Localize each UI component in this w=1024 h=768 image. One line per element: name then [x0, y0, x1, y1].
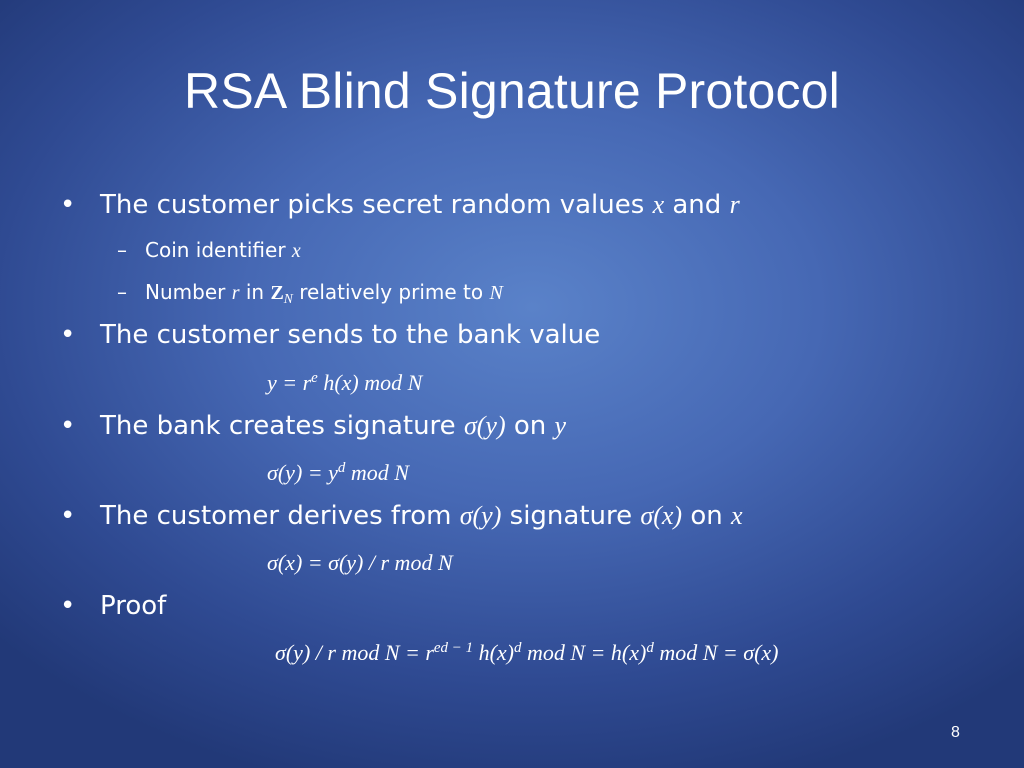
- bullet-dot: •: [60, 190, 76, 220]
- equation-exponent: e: [311, 369, 318, 386]
- math-var-x: x: [652, 190, 665, 219]
- equation-unblinded-signature: σ(x) = σ(y) / r mod N: [267, 550, 453, 575]
- subbullet-text-part: Coin identifier: [145, 238, 292, 262]
- equation-proof: σ(y) / r mod N = red − 1 h(x)d mod N = h…: [275, 640, 779, 666]
- math-var-y: y: [554, 411, 567, 440]
- math-sigma-y: σ(y): [463, 411, 506, 440]
- equation-exponent: d: [646, 639, 654, 656]
- bullet-dot: •: [60, 320, 76, 350]
- math-var-x: x: [731, 501, 743, 530]
- bullet-text-part: The customer derives from: [100, 501, 460, 531]
- subbullet-dash: –: [117, 280, 127, 304]
- math-var-n: N: [489, 282, 503, 304]
- equation-bank-signature: σ(y) = yd mod N: [267, 460, 409, 486]
- bullet-text: The customer sends to the bank value: [100, 320, 601, 350]
- equation-part: mod N: [345, 460, 409, 485]
- equation-exponent: ed − 1: [433, 639, 474, 656]
- subbullet-text-part: relatively prime to: [292, 280, 490, 304]
- subbullet-dash: –: [117, 238, 127, 262]
- bullet-text-part: on: [505, 411, 555, 441]
- equation-exponent: d: [514, 639, 522, 656]
- equation-blinded-value: y = re h(x) mod N: [267, 370, 422, 396]
- math-var-x: x: [291, 240, 301, 262]
- subbullet-text-part: in: [239, 280, 271, 304]
- equation-part: mod N = σ(x): [653, 640, 779, 665]
- bullet-text-part: signature: [501, 501, 641, 531]
- subbullet-text-part: Number: [145, 280, 232, 304]
- bullet-text: Proof: [100, 591, 167, 621]
- bullet-text-part: on: [682, 501, 732, 531]
- slide-title: RSA Blind Signature Protocol: [184, 63, 840, 119]
- equation-exponent: d: [337, 459, 346, 476]
- equation-part: σ(y) / r mod N = r: [275, 640, 434, 665]
- math-var-r: r: [729, 190, 740, 219]
- equation-part: σ(y) = y: [267, 460, 338, 485]
- bullet-dot: •: [60, 411, 76, 441]
- bullet-dot: •: [60, 501, 76, 531]
- bullet-text-part: and: [664, 190, 730, 220]
- equation-part: y = r: [267, 370, 312, 395]
- math-var-r: r: [231, 282, 240, 304]
- math-set-z: Z: [270, 282, 284, 304]
- page-number: 8: [951, 724, 960, 741]
- math-sigma-x: σ(x): [640, 501, 683, 530]
- equation-part: h(x) mod N: [317, 370, 423, 395]
- equation-part: mod N = h(x): [521, 640, 647, 665]
- equation-part: h(x): [473, 640, 515, 665]
- bullet-text-part: The bank creates signature: [100, 411, 464, 441]
- math-sigma-y: σ(y): [459, 501, 502, 530]
- bullet-dot: •: [60, 591, 76, 621]
- bullet-text: The customer derives from σ(y) signature…: [100, 501, 743, 531]
- math-set-subscript: N: [283, 291, 293, 307]
- bullet-text-part: The customer picks secret random values: [100, 190, 653, 220]
- subbullet-text: Number r in ZN relatively prime to N: [145, 280, 503, 305]
- bullet-text: The customer picks secret random values …: [100, 190, 740, 220]
- subbullet-text: Coin identifier x: [145, 238, 301, 263]
- bullet-text: The bank creates signature σ(y) on y: [100, 411, 566, 441]
